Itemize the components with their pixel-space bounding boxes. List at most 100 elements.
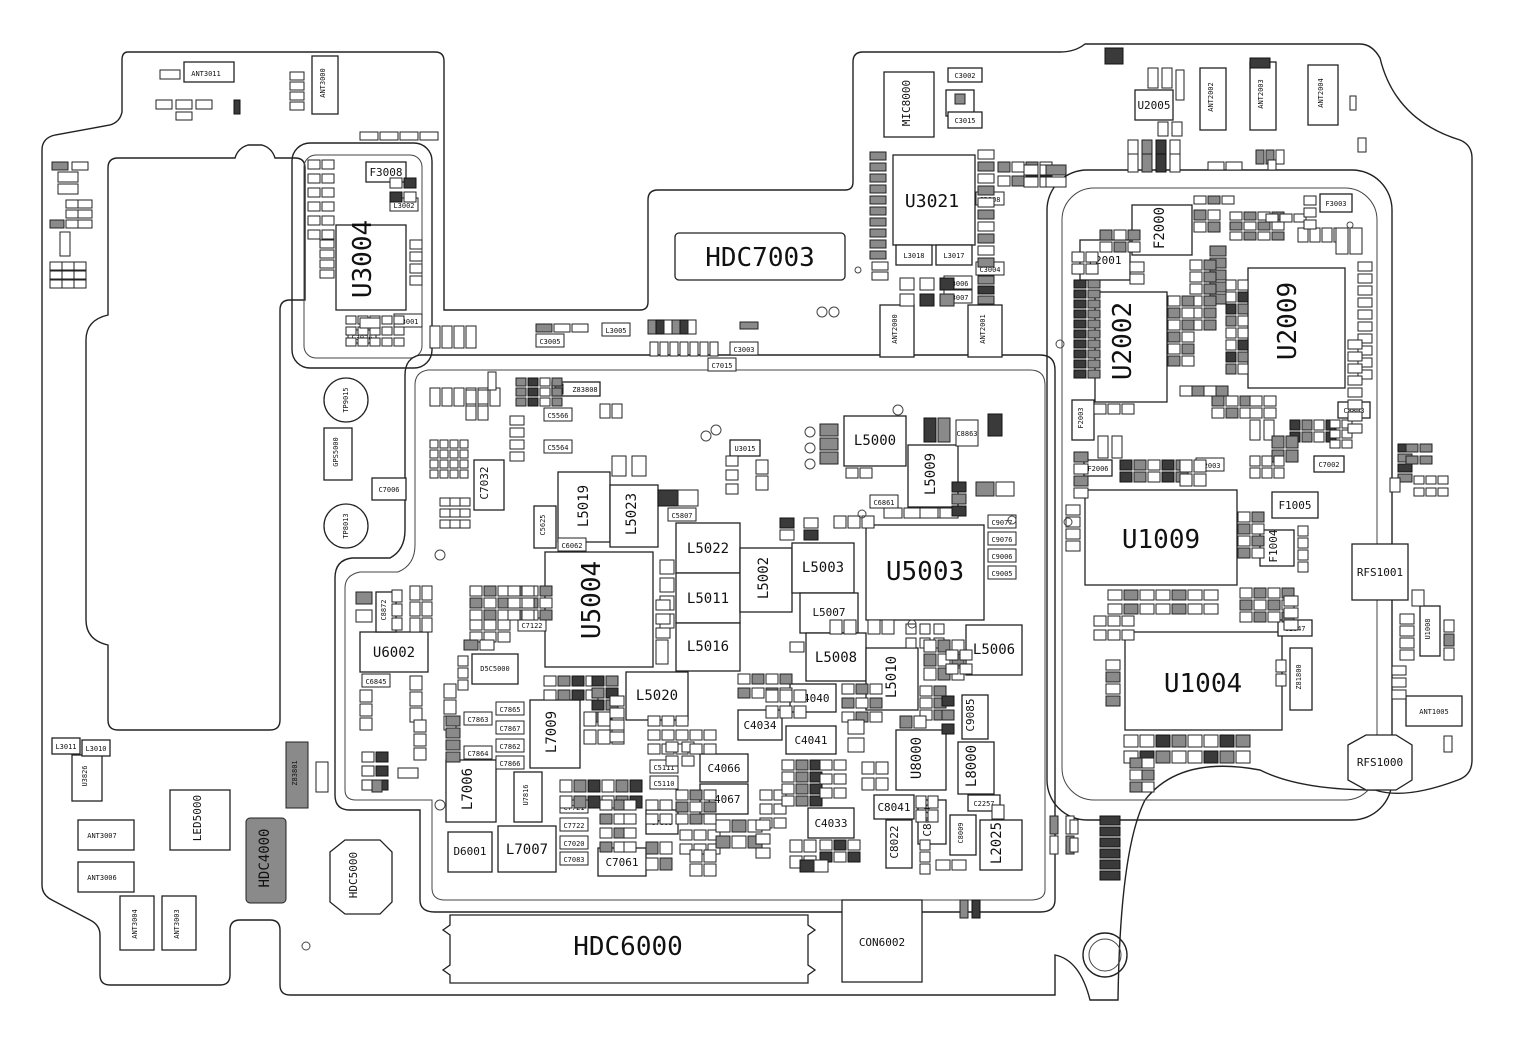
smd-pad — [923, 639, 937, 653]
smd-pad — [1157, 121, 1169, 137]
l5023-label: L5023 — [624, 493, 640, 535]
smd-pad — [1297, 537, 1309, 549]
smd-pad — [1045, 176, 1067, 188]
smd-pad — [445, 727, 461, 739]
smd-pad — [1065, 516, 1081, 528]
smd-pad — [393, 315, 405, 325]
smd-pad — [1123, 589, 1139, 601]
smd-pad — [687, 319, 697, 335]
smd-pad — [1121, 629, 1135, 641]
smd-pad — [307, 187, 321, 198]
smd-pad — [1347, 339, 1363, 350]
smd-pad — [1155, 603, 1171, 615]
c5566-label: C5566 — [547, 412, 568, 420]
smd-pad — [413, 733, 427, 747]
u2005-label: U2005 — [1137, 99, 1170, 112]
smd-pad — [977, 185, 995, 196]
smd-pad — [665, 755, 679, 767]
smd-pad — [899, 277, 915, 291]
smd-pad — [73, 261, 87, 271]
smd-pad — [321, 187, 335, 198]
smd-pad — [381, 326, 393, 336]
smd-pad — [773, 817, 787, 829]
smd-pad — [1171, 589, 1187, 601]
smd-pad — [1389, 477, 1401, 493]
smd-pad — [319, 269, 335, 279]
c9076-label: C9076 — [991, 536, 1012, 544]
smd-pad — [1167, 319, 1181, 331]
smd-pad — [509, 439, 525, 450]
ant2000-label: ANT2000 — [891, 314, 899, 344]
smd-pad — [1187, 734, 1203, 748]
smd-pad — [609, 731, 625, 743]
smd-pad — [739, 321, 759, 330]
smd-pad — [507, 585, 521, 597]
smd-pad — [307, 173, 321, 184]
smd-pad — [1237, 351, 1249, 363]
smd-pad — [1243, 221, 1257, 231]
smd-pad — [1189, 259, 1203, 271]
smd-pad — [1225, 279, 1237, 291]
smd-pad — [647, 715, 661, 727]
smd-pad — [1391, 689, 1407, 700]
smd-pad — [1167, 307, 1181, 319]
ant2001-label: ANT2001 — [979, 314, 987, 344]
c7863-label: C7863 — [467, 716, 488, 724]
smd-pad — [751, 673, 765, 685]
smd-pad — [445, 739, 461, 751]
smd-pad — [609, 719, 625, 731]
smd-pad — [403, 191, 417, 203]
smd-pad — [861, 777, 875, 791]
smd-pad — [1263, 419, 1275, 441]
smd-pad — [357, 337, 369, 347]
smd-pad — [1147, 471, 1161, 483]
smd-pad — [663, 319, 673, 335]
smd-pad — [1225, 327, 1237, 339]
smd-pad — [1167, 331, 1181, 343]
smd-pad — [703, 729, 717, 741]
c9006-label: C9006 — [991, 553, 1012, 561]
c7865-label: C7865 — [499, 706, 520, 714]
smd-pad — [659, 559, 675, 575]
l2025-label: L2025 — [989, 822, 1005, 864]
u5004-label: U5004 — [577, 561, 607, 639]
c8872-label: C8872 — [380, 599, 388, 620]
smd-pad — [1107, 603, 1123, 615]
smd-pad — [1187, 603, 1203, 615]
c7002-label: C7002 — [1318, 461, 1339, 469]
smd-pad — [1237, 363, 1249, 375]
smd-pad — [571, 689, 585, 701]
smd-pad — [611, 403, 623, 419]
ant3011-label: ANT3011 — [191, 70, 221, 78]
smd-pad — [689, 729, 703, 741]
smd-pad — [1357, 137, 1367, 153]
c7083-label: C7083 — [563, 856, 584, 864]
smd-pad — [449, 459, 459, 469]
ant2002-label: ANT2002 — [1207, 82, 1215, 112]
smd-pad — [737, 673, 751, 685]
smd-pad — [1443, 619, 1455, 633]
smd-pad — [1071, 251, 1085, 263]
smd-pad — [1105, 683, 1121, 695]
smd-pad — [1155, 153, 1167, 173]
smd-pad — [1357, 357, 1373, 368]
smd-pad — [991, 804, 1005, 820]
smd-pad — [1289, 419, 1301, 431]
smd-pad — [527, 387, 539, 397]
smd-pad — [1399, 649, 1415, 661]
smd-pad — [1249, 467, 1261, 479]
smd-pad — [781, 795, 795, 807]
smd-pad — [1133, 471, 1147, 483]
smd-pad — [759, 789, 773, 801]
smd-pad — [1073, 349, 1087, 359]
l3011-label: L3011 — [55, 743, 76, 751]
smd-pad — [655, 599, 671, 611]
smd-pad — [755, 847, 771, 859]
smd-pad — [1221, 195, 1235, 205]
smd-pad — [57, 171, 79, 183]
smd-pad — [1437, 487, 1449, 497]
smd-pad — [1443, 647, 1455, 661]
smd-pad — [1171, 603, 1187, 615]
smd-pad — [1425, 475, 1437, 485]
smd-pad — [833, 787, 847, 799]
